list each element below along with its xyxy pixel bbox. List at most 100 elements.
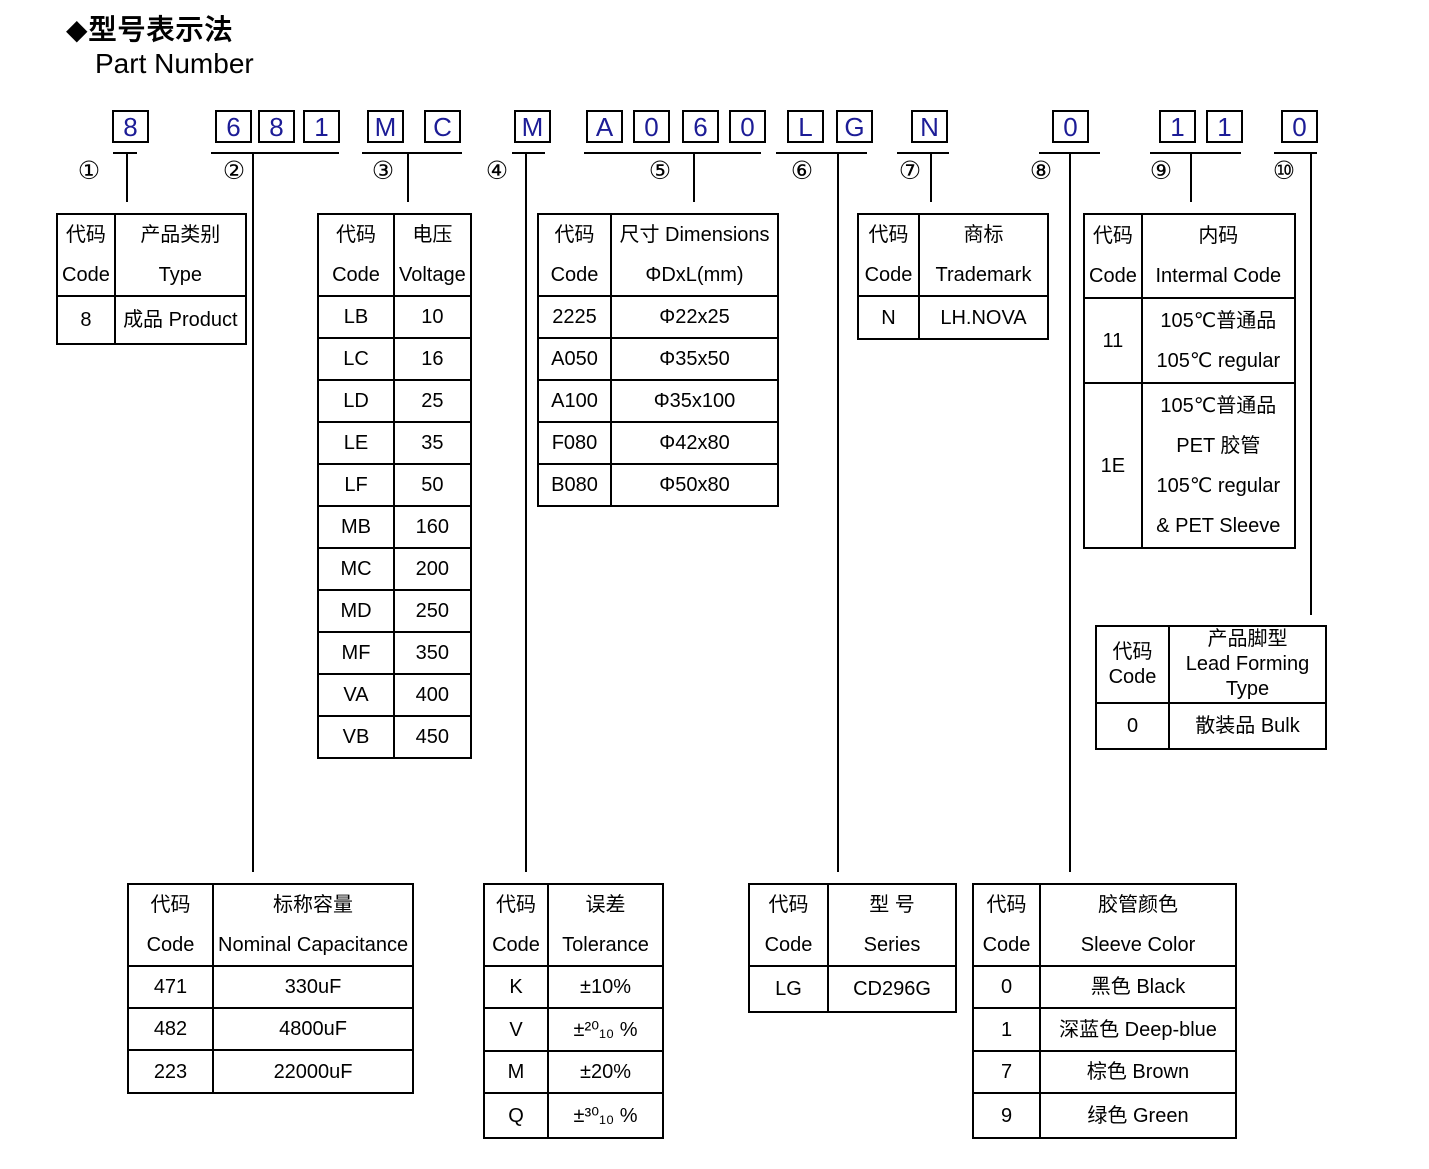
table-cell: 棕色 Brown	[1039, 1050, 1237, 1094]
cell-line: 35	[421, 432, 444, 454]
cell-line: Φ22x25	[659, 306, 730, 328]
table-cell: 330uF	[211, 965, 415, 1009]
cell-line: 深蓝色 Deep-blue	[1059, 1018, 1217, 1041]
table-cell: LD	[317, 379, 395, 423]
cell-line: LE	[343, 432, 369, 454]
pn-char-box: 1	[303, 110, 340, 143]
pn-char-box: M	[367, 110, 404, 143]
cell-line: ±10%	[579, 976, 631, 998]
page-title-en: Part Number	[95, 48, 254, 79]
header-line: 代码	[150, 894, 191, 916]
table-cell: 黑色 Black	[1039, 965, 1237, 1009]
table-cell: ±³⁰₁₀ %	[547, 1092, 664, 1139]
table-cell: 482	[127, 1007, 214, 1051]
pn-char-box: 8	[112, 110, 149, 143]
cell-line: LG	[775, 978, 802, 1000]
cell-line: 8	[80, 309, 92, 331]
table-cell: 223	[127, 1049, 214, 1094]
table-cell: 散装品 Bulk	[1168, 702, 1327, 750]
table-cell: LF	[317, 463, 395, 507]
table-cell: 450	[393, 715, 472, 759]
table-cell: 22000uF	[211, 1049, 415, 1094]
header-line: Series	[863, 934, 921, 956]
cell-line: 450	[415, 726, 450, 748]
segment-number: ②	[222, 157, 246, 185]
header-line: 内码	[1198, 225, 1239, 247]
cell-line: 200	[415, 558, 450, 580]
cell-line: 105℃ regular	[1156, 474, 1281, 497]
connector-line	[693, 154, 695, 202]
header-line: 商标	[963, 224, 1004, 246]
table-cell: 4800uF	[211, 1007, 415, 1051]
header-line: Code	[550, 264, 599, 286]
header-line: 代码	[496, 894, 536, 916]
header-line: 代码	[1112, 640, 1153, 663]
table-cell: ±²⁰₁₀ %	[547, 1007, 664, 1052]
pn-underline	[362, 152, 462, 154]
table-cell: 成品 Product	[113, 295, 247, 345]
pn-underline	[897, 152, 949, 154]
cell-line: MF	[341, 642, 371, 664]
cell-line: LD	[343, 390, 369, 412]
pn-char: 0	[1292, 111, 1307, 142]
table-cell: ±10%	[547, 965, 664, 1009]
segment-number: ⑧	[1029, 157, 1053, 185]
pn-char: N	[920, 111, 939, 142]
cell-line: VB	[342, 726, 370, 748]
pn-char-box: L	[787, 110, 824, 143]
header-line: Code	[62, 264, 110, 286]
header-line: 电压	[412, 224, 453, 246]
cell-line: 11	[1102, 329, 1124, 352]
header-line: 代码	[768, 894, 809, 916]
cell-line: Φ42x80	[659, 432, 730, 454]
table-cell: 2225	[537, 295, 612, 339]
cell-line: N	[881, 306, 896, 329]
connector-line	[1310, 154, 1312, 615]
cell-line: LC	[343, 348, 369, 370]
table-cell: 350	[393, 631, 472, 675]
table-cell: 1E	[1083, 382, 1143, 549]
table-cell: 绿色 Green	[1039, 1092, 1237, 1139]
pn-char-box: A	[586, 110, 623, 143]
table-row: 8 成品 Product	[56, 295, 247, 345]
page-title-zh: ◆型号表示法	[66, 14, 234, 45]
cell-line: K	[509, 976, 523, 998]
cell-line: F080	[551, 432, 598, 454]
table-cell: 400	[393, 673, 472, 717]
cell-line: VA	[343, 684, 369, 706]
table-cell: Q	[483, 1092, 549, 1139]
connector-line	[126, 154, 128, 202]
cell-line: 1	[1000, 1018, 1013, 1041]
table-cell: VB	[317, 715, 395, 759]
pn-char-box: 0	[729, 110, 766, 143]
table-cell: M	[483, 1050, 549, 1094]
table-cell: LG	[748, 965, 829, 1013]
cell-line: 50	[421, 474, 444, 496]
